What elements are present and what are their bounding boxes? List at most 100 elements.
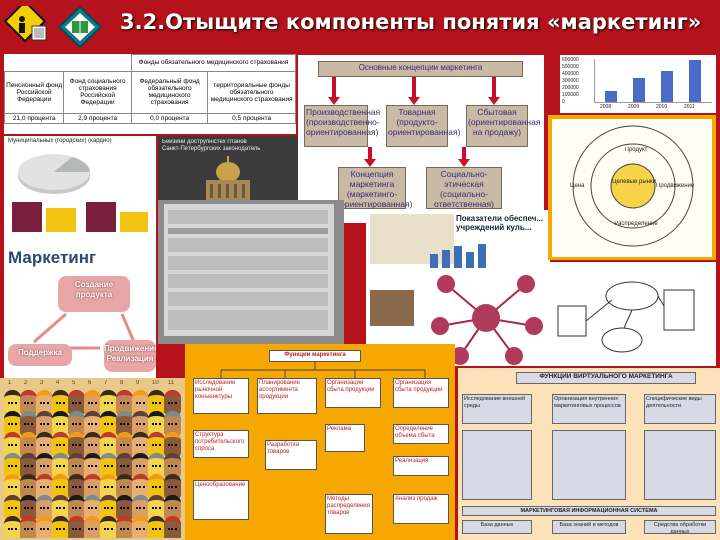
character-face-icon (116, 495, 133, 520)
character-face-icon (148, 411, 165, 436)
character-face-icon (84, 411, 101, 436)
table-cell: Пенсионный фонд Российской Федерации (4, 70, 65, 114)
character-face-icon (20, 495, 37, 520)
bar-chart-bar (689, 60, 701, 102)
character-face-icon (36, 411, 53, 436)
sketch-panel (548, 262, 716, 366)
character-face-icon (4, 390, 21, 415)
bar-chart-x-tick: 2010 (656, 104, 668, 110)
theatre-panel: Бейзини дострупністех гітанов Санкт-Пете… (158, 136, 298, 200)
bar-chart-y-tick: 300000 (562, 78, 579, 84)
character-face-icon (148, 432, 165, 457)
character-face-icon (148, 495, 165, 520)
logo-left (4, 6, 48, 44)
character-face-icon (20, 411, 37, 436)
bar-chart-y-tick: 100000 (562, 92, 579, 98)
character-face-icon (116, 411, 133, 436)
bar-chart-bar (605, 91, 617, 102)
concept-marketing: Концепция маркетинга (маркетинго-ориенти… (338, 167, 413, 209)
character-face-icon (36, 495, 53, 520)
circle-center-label: Целевые рынки (612, 179, 656, 185)
document-panel (158, 200, 344, 344)
support-box: Поддержка (8, 344, 72, 366)
character-face-icon (52, 411, 69, 436)
character-face-icon (132, 432, 149, 457)
circle-label: Продвижение (656, 183, 695, 189)
face-number: 8 (120, 380, 124, 386)
pie-panel: Муниципальных (городских) (кардио) (4, 136, 156, 236)
concept-social: Социально-этическая (социально-ответстве… (426, 167, 502, 209)
functions-top-box: Функции маркетинга (269, 350, 361, 362)
character-face-icon (20, 432, 37, 457)
create-product-box: Создание продукта (58, 276, 130, 312)
face-number: 1 (8, 380, 12, 386)
bar-chart-y-tick: 500000 (562, 64, 579, 70)
bar-chart-y-tick: 600000 (562, 57, 579, 63)
character-face-icon (164, 390, 181, 415)
character-face-icon (148, 453, 165, 478)
flow-box: Анализ продаж (393, 494, 449, 524)
contribution-table: Фонды обязательного медицинского страхов… (4, 54, 296, 134)
indicators-title: Показатели обеспеч... (456, 214, 544, 223)
table-cell: Фонд социального страхования Российской … (63, 70, 132, 114)
marketing-diagram: Маркетинг Создание продукта Поддержка Пр… (4, 236, 156, 386)
character-face-icon (84, 453, 101, 478)
character-face-icon (164, 453, 181, 478)
table-cell: 0,5 процента (207, 112, 296, 124)
character-face-icon (52, 495, 69, 520)
character-face-icon (84, 495, 101, 520)
bar-chart-y-tick: 0 (562, 99, 565, 105)
character-face-icon (4, 432, 21, 457)
concepts-arrows (328, 77, 500, 167)
character-face-icon (164, 432, 181, 457)
character-face-icon (100, 495, 117, 520)
character-face-icon (52, 453, 69, 478)
face-number: 6 (88, 380, 92, 386)
theatre-line-1: Бейзини дострупністех гітанов (162, 139, 247, 145)
concept-production: Производственная (производственно-ориент… (304, 105, 380, 147)
character-face-icon (164, 411, 181, 436)
character-face-icon (116, 432, 133, 457)
bar-chart-plot (594, 59, 712, 103)
character-face-icon (52, 432, 69, 457)
pie-chart-icon (18, 154, 91, 194)
flow-box: Структура потребительского спроса (193, 430, 249, 458)
face-number: 7 (104, 380, 108, 386)
functions-flow-panel: Функции маркетинга Исследование рыночной… (185, 344, 455, 540)
virtual-base: База данных (462, 520, 532, 534)
sketch-icon (557, 281, 695, 353)
character-face-icon (132, 516, 149, 538)
flow-box: Исследование рыночной конъюнктуры (193, 378, 249, 414)
concept-sales: Сбытовая (ориентированная на продажу) (466, 105, 540, 147)
indicator-bars (430, 244, 486, 268)
bar-chart-bar (633, 77, 645, 102)
table-header: Фонды обязательного медицинского страхов… (130, 54, 296, 72)
character-face-icon (84, 390, 101, 415)
character-face-icon (164, 516, 181, 538)
virtual-box: Специфические виды деятельности (644, 394, 716, 424)
face-grid (4, 390, 182, 538)
character-face-icon (116, 390, 133, 415)
logo-right (58, 6, 102, 48)
character-face-icon (148, 516, 165, 538)
character-face-icon (20, 516, 37, 538)
character-face-icon (84, 474, 101, 499)
promotion-box: Продвижение Реализация (104, 340, 156, 372)
character-face-icon (68, 390, 85, 415)
pie-caption: Муниципальных (городских) (кардио) (8, 138, 112, 144)
character-face-icon (100, 390, 117, 415)
face-number: 11 (168, 380, 175, 386)
character-face-icon (100, 432, 117, 457)
table-cell: 2,9 процента (63, 112, 132, 124)
character-face-icon (132, 495, 149, 520)
character-face-icon (68, 495, 85, 520)
character-face-icon (148, 390, 165, 415)
character-face-icon (116, 516, 133, 538)
character-face-icon (4, 516, 21, 538)
character-face-icon (52, 474, 69, 499)
character-face-icon (52, 390, 69, 415)
character-face-icon (36, 516, 53, 538)
